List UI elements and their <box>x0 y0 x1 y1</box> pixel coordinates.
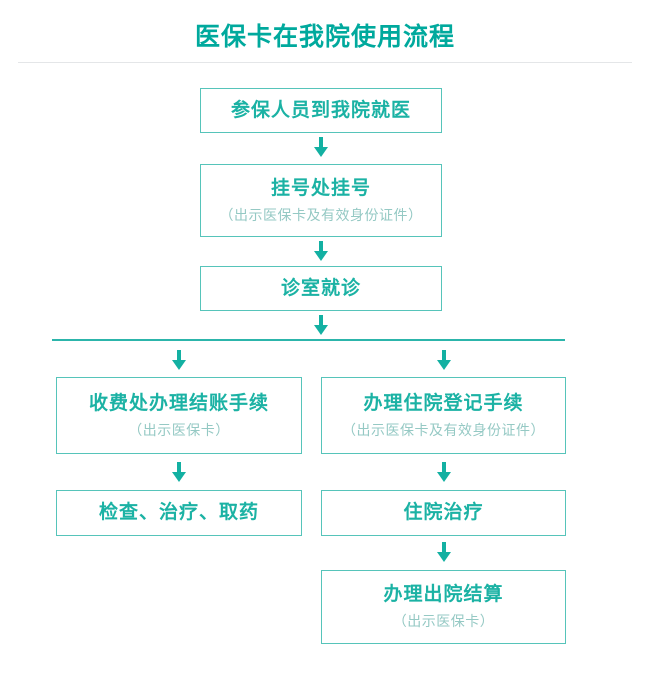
node-discharge: 办理出院结算 （出示医保卡） <box>321 570 566 644</box>
arrow-down-icon <box>437 462 451 482</box>
arrow-stem <box>442 462 446 473</box>
node-discharge-sub: （出示医保卡） <box>392 613 495 629</box>
node-clinic-title: 诊室就诊 <box>280 277 361 299</box>
arrow-stem <box>319 241 323 252</box>
arrow-stem <box>442 542 446 553</box>
node-register-sub: （出示医保卡及有效身份证件） <box>219 206 423 223</box>
arrow-head <box>437 472 451 482</box>
arrow-head <box>314 325 328 335</box>
arrow-down-icon <box>314 137 328 157</box>
node-settle: 收费处办理结账手续 （出示医保卡） <box>56 377 302 454</box>
node-clinic: 诊室就诊 <box>200 266 442 311</box>
arrow-head <box>172 360 186 370</box>
node-settle-sub: （出示医保卡） <box>128 421 230 438</box>
page-title: 医保卡在我院使用流程 <box>194 23 455 51</box>
arrow-stem <box>319 137 323 148</box>
arrow-down-icon <box>314 315 328 335</box>
arrow-stem <box>319 315 323 326</box>
arrow-head <box>314 147 328 157</box>
arrow-head <box>437 360 451 370</box>
arrow-head <box>172 472 186 482</box>
arrow-head <box>314 251 328 261</box>
node-visit: 参保人员到我院就医 <box>200 88 442 133</box>
branch-split-line <box>52 339 565 341</box>
node-treat: 检查、治疗、取药 <box>56 490 302 536</box>
arrow-stem <box>177 350 181 361</box>
node-inpatient: 住院治疗 <box>321 490 566 536</box>
arrow-stem <box>442 350 446 361</box>
arrow-down-icon <box>437 350 451 370</box>
node-visit-title: 参保人员到我院就医 <box>230 99 411 121</box>
arrow-down-icon <box>172 462 186 482</box>
node-settle-title: 收费处办理结账手续 <box>88 392 269 414</box>
arrow-down-icon <box>437 542 451 562</box>
node-inpatient-title: 住院治疗 <box>403 502 484 523</box>
node-treat-title: 检查、治疗、取药 <box>98 502 259 523</box>
node-register: 挂号处挂号 （出示医保卡及有效身份证件） <box>200 164 442 237</box>
node-register-title: 挂号处挂号 <box>270 177 371 199</box>
node-admit-title: 办理住院登记手续 <box>363 392 524 414</box>
node-admit: 办理住院登记手续 （出示医保卡及有效身份证件） <box>321 377 566 454</box>
node-discharge-title: 办理出院结算 <box>383 584 504 605</box>
node-admit-sub: （出示医保卡及有效身份证件） <box>342 421 545 438</box>
arrow-down-icon <box>172 350 186 370</box>
arrow-down-icon <box>314 241 328 261</box>
arrow-stem <box>177 462 181 473</box>
arrow-head <box>437 552 451 562</box>
title-divider <box>18 62 632 63</box>
